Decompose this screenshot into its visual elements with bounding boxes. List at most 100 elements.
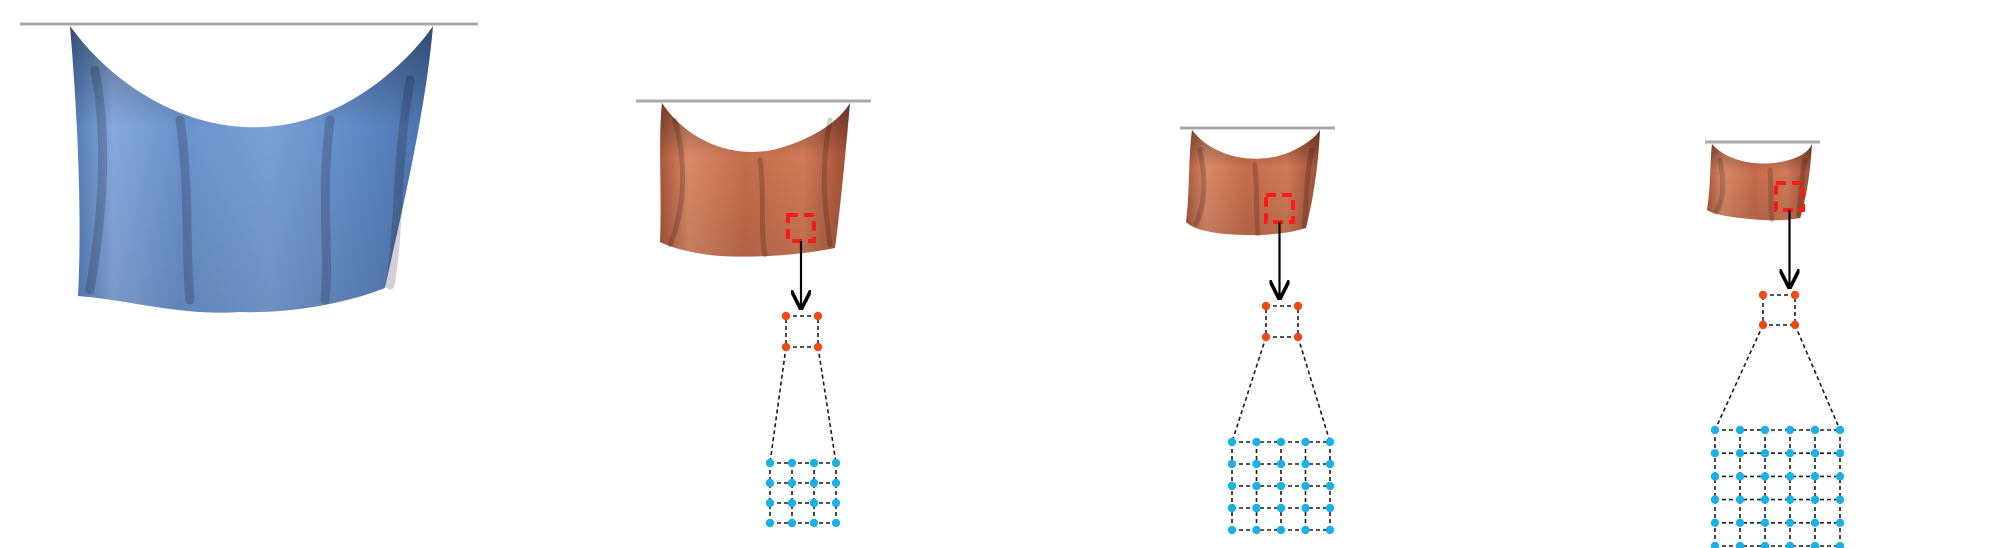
cloth-fold: [1301, 147, 1315, 229]
fine-vertex: [1785, 518, 1795, 527]
fine-vertex: [1301, 525, 1310, 535]
fine-vertex: [765, 498, 775, 508]
coarse-vertex: [1758, 290, 1768, 300]
fine-vertex: [1810, 425, 1820, 435]
coarse-vertex: [1261, 301, 1271, 311]
fine-vertex: [1252, 503, 1261, 513]
fine-vertex: [1710, 541, 1720, 548]
cloth-shading: [660, 103, 850, 257]
fine-vertex: [1301, 503, 1310, 513]
cloth-shading: [70, 26, 433, 313]
cloth-fold: [385, 75, 415, 290]
fine-vertex: [765, 458, 775, 468]
fine-vertex: [1785, 449, 1795, 458]
fine-vertex: [1710, 425, 1720, 435]
coarse-cell: [1762, 294, 1796, 326]
fine-vertex: [1785, 495, 1795, 504]
fine-vertex: [1301, 459, 1310, 469]
fine-vertex: [1227, 503, 1237, 513]
fine-vertex: [831, 498, 841, 508]
fine-vertex: [1835, 425, 1845, 435]
cloth-fold: [757, 157, 768, 258]
fine-vertex: [1252, 459, 1261, 469]
fine-vertex: [1252, 525, 1261, 535]
fine-vertex: [1835, 472, 1845, 481]
fine-vertex: [1227, 437, 1237, 447]
fine-vertex: [1760, 518, 1770, 527]
fine-vertex: [1835, 541, 1845, 548]
fine-vertex: [1835, 495, 1845, 504]
fine-vertex: [1227, 459, 1237, 469]
coarse-cell: [785, 315, 819, 348]
fine-vertex: [1325, 459, 1335, 469]
fine-vertex: [1325, 481, 1335, 491]
fine-vertex: [1810, 518, 1820, 527]
coarse-vertex: [1790, 320, 1800, 330]
coarse-vertex: [813, 311, 823, 321]
fine-vertex: [1835, 449, 1845, 458]
fine-vertex: [1785, 472, 1795, 481]
fine-vertex: [787, 518, 797, 528]
fine-vertex: [1735, 472, 1745, 481]
coarse-vertex: [1758, 320, 1768, 330]
fine-vertex: [787, 458, 797, 468]
panel-coarse-1: [636, 99, 871, 528]
fine-vertex: [809, 498, 819, 508]
fine-vertex: [1276, 503, 1286, 513]
fine-vertex: [1325, 503, 1335, 513]
fine-vertex: [1710, 449, 1720, 458]
cloth-fold: [85, 65, 108, 295]
fine-vertex: [1785, 425, 1795, 435]
fine-vertex: [1760, 425, 1770, 435]
fine-vertex: [1760, 449, 1770, 458]
fine-vertex: [1760, 495, 1770, 504]
fine-vertex: [1227, 481, 1237, 491]
cloth-fold: [1767, 167, 1775, 223]
cloth-fold: [1713, 157, 1726, 215]
fine-vertex: [1301, 481, 1310, 491]
cloth-shading: [1186, 130, 1320, 236]
coarse-vertex: [781, 311, 791, 321]
fine-vertex: [831, 518, 841, 528]
cloth-fold: [821, 117, 833, 248]
fine-vertex: [1785, 541, 1795, 548]
coarse-vertex: [1293, 301, 1303, 311]
expansion-line-right: [1794, 324, 1841, 431]
panel-coarse-2: [1180, 126, 1335, 535]
panel-reference: [20, 22, 478, 313]
fine-vertex: [1735, 449, 1745, 458]
expansion-line-left: [1231, 336, 1267, 443]
fine-vertex: [1735, 541, 1745, 548]
fine-vertex: [1276, 437, 1286, 447]
coarse-cell: [1265, 305, 1299, 338]
cloth-fold: [1252, 162, 1261, 237]
fine-vertex: [1735, 425, 1745, 435]
cloth-fold: [175, 115, 195, 305]
coarse-vertex: [1261, 332, 1271, 342]
fine-vertex: [787, 478, 797, 488]
fine-vertex: [1735, 518, 1745, 527]
fine-vertex: [1252, 481, 1261, 491]
fine-vertex: [1325, 525, 1335, 535]
fine-vertex: [831, 478, 841, 488]
fine-vertex: [1301, 437, 1310, 447]
fine-vertex: [1810, 472, 1820, 481]
fine-vertex: [1252, 437, 1261, 447]
fine-vertex: [1835, 518, 1845, 527]
fine-vertex: [1810, 449, 1820, 458]
fine-vertex: [765, 478, 775, 488]
coarse-vertex: [781, 342, 791, 352]
cloth-fold: [667, 117, 686, 248]
coarse-vertex: [1790, 290, 1800, 300]
expansion-line-left: [1714, 324, 1764, 431]
fine-vertex: [809, 478, 819, 488]
fine-vertex: [765, 518, 775, 528]
panel-coarse-3: [1705, 140, 1845, 548]
expansion-line-right: [817, 346, 837, 464]
fine-vertex: [809, 518, 819, 528]
expansion-line-left: [769, 346, 787, 464]
fine-vertex: [1276, 459, 1286, 469]
fine-vertex: [787, 498, 797, 508]
